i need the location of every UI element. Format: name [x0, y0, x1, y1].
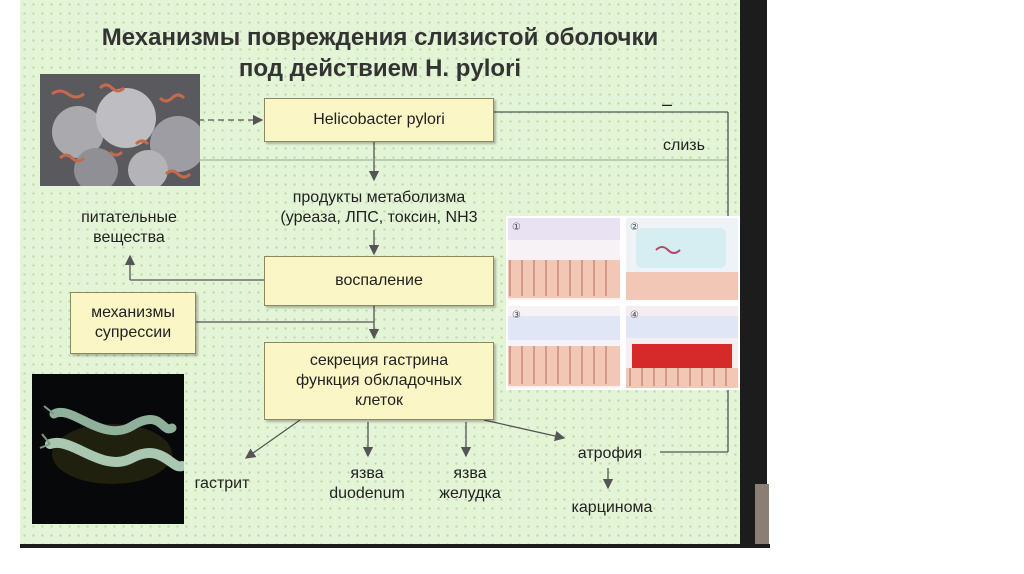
minus-sign: – — [661, 94, 672, 114]
title-line-1: Механизмы повреждения слизистой оболочки — [101, 24, 659, 51]
metabolism-line-1: продукты метаболизма — [292, 189, 466, 206]
panel-4 — [626, 306, 738, 388]
panel-1 — [508, 218, 620, 300]
suppression-label-1: механизмы — [91, 304, 175, 321]
panel-number-3: ③ — [512, 310, 521, 321]
title-line-2: под действием H. pylori — [238, 55, 522, 82]
microscopy-image — [40, 74, 200, 186]
helicobacter-label: Helicobacter pylori — [313, 111, 445, 128]
duodenal-ulcer-label: язва duodenum — [312, 464, 422, 504]
gastric-ulcer-label: язва желудка — [420, 464, 520, 504]
panel-number-2: ② — [630, 222, 639, 233]
bottom-border — [20, 544, 770, 548]
carcinoma-label: карцинома — [571, 499, 653, 516]
suppression-label-2: супрессии — [94, 324, 172, 341]
panel-3 — [508, 306, 620, 388]
metabolism-label: продукты метаболизма (уреаза, ЛПС, токси… — [254, 188, 504, 228]
slide-title: Механизмы повреждения слизистой оболочки… — [20, 22, 740, 84]
panel-number-4: ④ — [630, 310, 639, 321]
inflammation-box: воспаление — [264, 256, 494, 306]
mucus-label: слизь — [663, 137, 705, 154]
gastrin-secretion-box: секреция гастрина функция обкладочных кл… — [264, 342, 494, 420]
gastritis-label: гастрит — [194, 475, 250, 492]
nutrients-line-1: питательные — [81, 209, 177, 226]
suppression-box: механизмы супрессии — [70, 292, 196, 354]
helicobacter-box: Helicobacter pylori — [264, 98, 494, 142]
gastrin-label-3: клеток — [355, 392, 403, 409]
gastric-ulcer-line-1: язва — [453, 465, 487, 482]
gastric-ulcer-line-2: желудка — [439, 485, 501, 502]
atrophy-label: атрофия — [577, 445, 643, 462]
bacteria-image — [32, 374, 184, 524]
arrow-to-gastritis — [244, 419, 301, 459]
panel-2 — [626, 218, 738, 300]
gastrin-label-1: секреция гастрина — [309, 352, 449, 369]
nutrients-line-2: вещества — [93, 229, 165, 246]
edge-image-fragment — [755, 484, 769, 544]
gastrin-label-2: функция обкладочных — [295, 372, 463, 389]
duodenal-ulcer-line-2: duodenum — [329, 485, 405, 502]
duodenal-ulcer-line-1: язва — [350, 465, 384, 482]
arrow-to-atrophy — [483, 419, 566, 442]
inflammation-label: воспаление — [335, 272, 423, 289]
metabolism-line-2: (уреаза, ЛПС, токсин, NH3 — [280, 209, 478, 226]
histology-panels: ① ② ③ ④ — [506, 216, 740, 390]
dark-edge — [740, 0, 767, 546]
panel-number-1: ① — [512, 222, 521, 233]
nutrients-label: питательные вещества — [68, 208, 190, 248]
